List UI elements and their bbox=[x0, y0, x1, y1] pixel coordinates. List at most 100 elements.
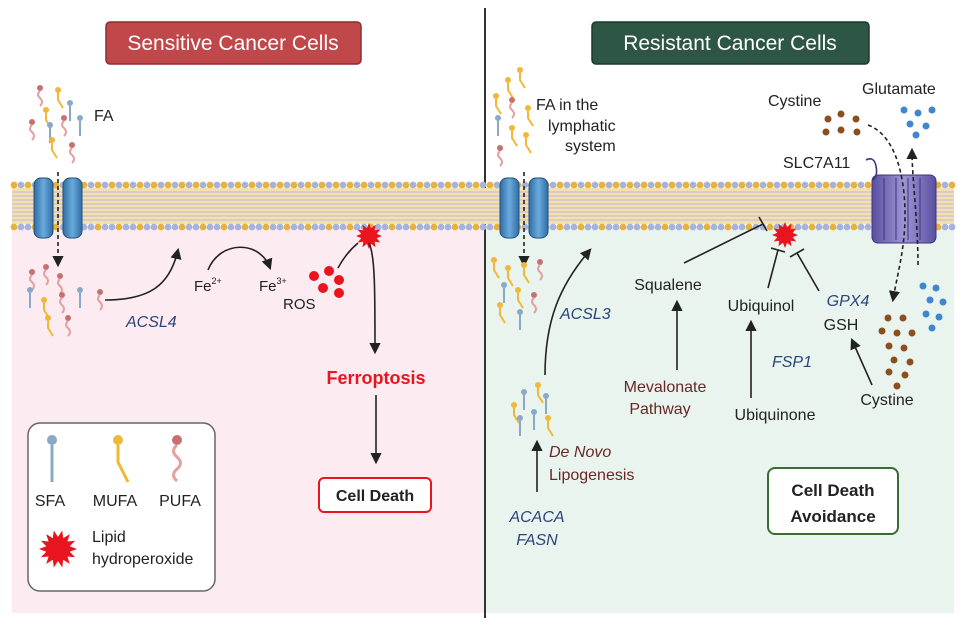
ros-label: ROS bbox=[283, 296, 316, 313]
legend-sfa-icon bbox=[47, 435, 57, 482]
fatty-acid-icon bbox=[517, 309, 523, 330]
fatty-acid-icon bbox=[37, 85, 43, 107]
fatty-acid-icon bbox=[491, 257, 500, 279]
ros-dots bbox=[309, 266, 344, 298]
fatty-acid-icon bbox=[65, 315, 71, 337]
cystine-import-path bbox=[867, 124, 906, 303]
avoidance-label-1: Cell Death bbox=[791, 481, 874, 500]
fatty-acid-icon bbox=[531, 409, 537, 430]
cystine-to-gsh-arrow bbox=[850, 337, 873, 386]
fatty-acid-icon bbox=[59, 292, 65, 314]
fatty-acid-icon bbox=[497, 302, 506, 324]
fa-lymph-line3: system bbox=[565, 138, 616, 155]
fatty-acid-icon bbox=[29, 119, 35, 141]
fatty-acid-icon bbox=[535, 382, 544, 404]
resistant-header: Resistant Cancer Cells bbox=[591, 21, 870, 65]
fa-lymph-line1: FA in the bbox=[536, 97, 598, 114]
fatty-acid-icon bbox=[61, 115, 67, 137]
inhibition-lines bbox=[683, 216, 820, 292]
glutamate-dots-outside bbox=[900, 106, 936, 139]
glutamate-label: Glutamate bbox=[862, 81, 936, 98]
cell-membrane bbox=[10, 181, 956, 231]
cell-death-avoidance-box bbox=[767, 467, 899, 535]
fatty-acid-cluster-top bbox=[29, 85, 83, 164]
fatty-acid-icon bbox=[511, 402, 520, 424]
cell-death-label: Cell Death bbox=[336, 488, 414, 505]
fe3-label: Fe3+ bbox=[259, 276, 287, 295]
fatty-acid-icon bbox=[97, 289, 103, 311]
lipid-to-ferroptosis-arrow bbox=[368, 242, 381, 355]
fatty-acid-icon bbox=[523, 132, 532, 154]
ubiquinone-label: Ubiquinone bbox=[735, 407, 816, 424]
acsl4-arrow bbox=[104, 247, 182, 301]
cystine-bottom-label: Cystine bbox=[860, 392, 913, 409]
fatty-acid-icon bbox=[517, 415, 523, 436]
fa-label: FA bbox=[94, 108, 114, 125]
mevalonate-label: Mevalonate bbox=[624, 379, 707, 396]
fa-lymph-line2: lymphatic bbox=[548, 118, 616, 135]
fatty-acid-cluster-intracellular-resistant bbox=[491, 257, 543, 330]
fatty-acid-icon bbox=[55, 87, 64, 109]
fatty-acid-icon bbox=[509, 125, 518, 147]
fatty-acid-cluster-intracellular bbox=[27, 264, 103, 337]
fatty-acid-icon bbox=[493, 93, 502, 115]
fatty-acid-icon bbox=[521, 389, 527, 410]
de-novo-label: De Novo bbox=[549, 444, 611, 461]
ros-to-lipid-arrow bbox=[337, 242, 359, 269]
legend-mufa-label: MUFA bbox=[93, 493, 138, 510]
sensitive-header: Sensitive Cancer Cells bbox=[105, 21, 362, 65]
fatty-acid-icon bbox=[537, 259, 543, 281]
acsl3-arrow bbox=[544, 248, 592, 376]
glutamate-dots-inside bbox=[919, 282, 947, 332]
fatty-acid-cluster-lymphatic bbox=[493, 67, 534, 167]
fatty-acid-icon bbox=[501, 282, 507, 303]
avoidance-label-2: Avoidance bbox=[790, 507, 875, 526]
gsh-label: GSH bbox=[824, 317, 859, 334]
fatty-acid-icon bbox=[69, 142, 75, 164]
resistant-title: Resistant Cancer Cells bbox=[623, 32, 837, 55]
acsl4-label: ACSL4 bbox=[125, 314, 177, 331]
fa-channel-resistant bbox=[499, 172, 549, 268]
fatty-acid-icon bbox=[29, 269, 35, 291]
fatty-acid-icon bbox=[57, 273, 63, 295]
cystine-dots-outside bbox=[822, 110, 861, 136]
fe2-label: Fe2+ bbox=[194, 276, 222, 295]
pathway-label: Pathway bbox=[629, 401, 690, 418]
gpx4-label: GPX4 bbox=[827, 293, 870, 310]
slc7a11-transporter bbox=[865, 158, 937, 244]
fatty-acid-icon bbox=[45, 315, 54, 337]
acaca-label: ACACA bbox=[508, 509, 564, 526]
fatty-acid-icon bbox=[505, 265, 514, 287]
lipid-hydroperoxide-icon-resistant bbox=[772, 222, 798, 248]
fatty-acid-icon bbox=[77, 115, 83, 136]
cystine-dots-inside bbox=[878, 314, 916, 390]
fatty-acid-icon bbox=[515, 287, 524, 309]
legend-sfa-label: SFA bbox=[35, 493, 66, 510]
resistant-panel-bg bbox=[486, 228, 954, 613]
fatty-acid-icon bbox=[525, 105, 534, 127]
fatty-acid-icon bbox=[521, 262, 530, 284]
fsp1-label: FSP1 bbox=[772, 354, 812, 371]
slc7a11-label: SLC7A11 bbox=[783, 155, 850, 172]
fatty-acid-icon bbox=[495, 115, 501, 136]
legend-lipid-label-1: Lipid bbox=[92, 529, 126, 546]
cell-death-box bbox=[318, 477, 432, 513]
fatty-acid-icon bbox=[543, 393, 549, 414]
legend-lipid-hydroperoxide-icon bbox=[39, 530, 77, 568]
fatty-acid-icon bbox=[49, 137, 58, 159]
acsl3-label: ACSL3 bbox=[559, 306, 611, 323]
fatty-acid-icon bbox=[517, 67, 526, 89]
fatty-acid-icon bbox=[531, 292, 537, 314]
lipogenesis-label: Lipogenesis bbox=[549, 467, 634, 484]
legend: SFA MUFA PUFA Lipid hydroperoxide bbox=[27, 422, 216, 592]
fatty-acid-icon bbox=[77, 287, 83, 308]
fatty-acid-cluster-de-novo bbox=[511, 382, 554, 437]
legend-lipid-label-2: hydroperoxide bbox=[92, 551, 194, 568]
fatty-acid-icon bbox=[43, 264, 49, 286]
squalene-label: Squalene bbox=[634, 277, 702, 294]
fa-channel-sensitive bbox=[33, 172, 83, 268]
fatty-acid-icon bbox=[497, 145, 503, 167]
fatty-acid-icon bbox=[509, 97, 515, 119]
legend-mufa-icon bbox=[113, 435, 130, 483]
